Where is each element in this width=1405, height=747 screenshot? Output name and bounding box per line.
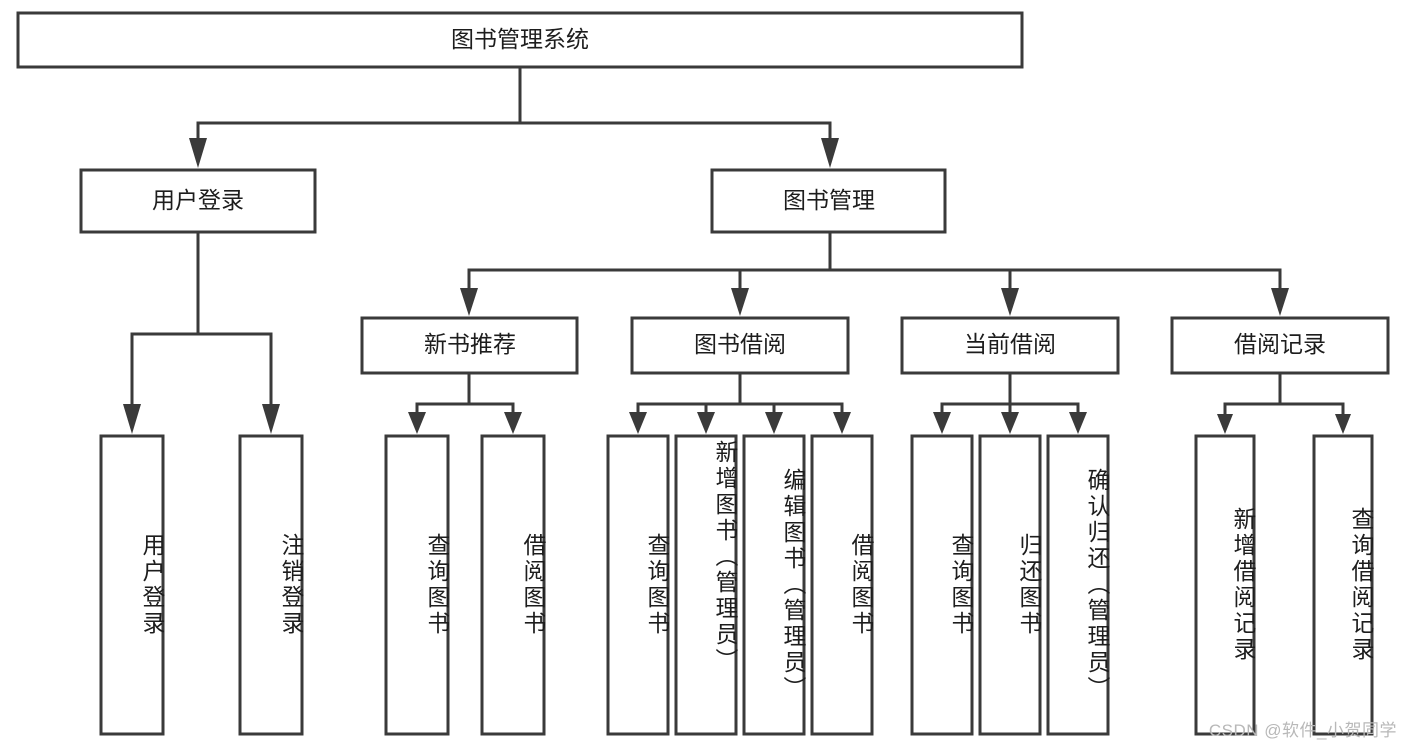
arrowhead-borrow-leaf-3 <box>765 412 783 434</box>
node-box-leaf-return-book[interactable] <box>978 434 1042 736</box>
arrowhead-current-leaf-2 <box>1001 412 1019 434</box>
horizontal-label-layer: 图书管理系统 用户登录 图书管理 新书推荐 图书借阅 当前借阅 借阅记录 <box>152 26 1326 357</box>
node-box-leaf-confirm-return[interactable] <box>1046 434 1110 736</box>
node-box-leaf-query-book-c[interactable] <box>910 434 974 736</box>
csdn-watermark: CSDN @软件_小贺同学 <box>1208 721 1397 740</box>
arrowhead-borrow-leaf-2 <box>697 412 715 434</box>
arrowhead-current-leaf-3 <box>1069 412 1087 434</box>
arrowhead-leaf-user-login <box>123 404 141 434</box>
arrowhead-book-borrow <box>731 288 749 316</box>
node-box-leaf-borrow-book-a[interactable] <box>480 434 546 736</box>
node-box-leaf-add-record[interactable] <box>1194 434 1256 736</box>
label-borrow-record: 借阅记录 <box>1234 331 1326 357</box>
arrowhead-borrow-leaf-1 <box>629 412 647 434</box>
node-box-book-manage[interactable] <box>710 168 947 234</box>
arrowhead-recommend-leaf-1 <box>408 412 426 434</box>
label-current-borrow: 当前借阅 <box>964 331 1056 357</box>
arrowhead-current-borrow <box>1001 288 1019 316</box>
node-box-leaf-user-login[interactable] <box>99 434 165 736</box>
label-book-manage: 图书管理 <box>783 187 875 213</box>
arrowhead-record-leaf-2 <box>1335 414 1351 434</box>
arrowhead-borrow-record <box>1271 288 1289 316</box>
node-box-leaf-logout[interactable] <box>238 434 304 736</box>
arrowhead-current-leaf-1 <box>933 412 951 434</box>
arrowhead-borrow-leaf-4 <box>833 412 851 434</box>
node-box-leaf-query-book-b[interactable] <box>606 434 670 736</box>
arrowhead-user-login <box>189 138 207 168</box>
node-box-current-borrow[interactable] <box>900 316 1120 375</box>
arrowhead-book-manage <box>821 138 839 168</box>
node-box-borrow-record[interactable] <box>1170 316 1390 375</box>
label-new-book-recommend: 新书推荐 <box>424 331 516 357</box>
arrowhead-record-leaf-1 <box>1217 414 1233 434</box>
arrowhead-leaf-logout <box>262 404 280 434</box>
node-box-new-book-recommend[interactable] <box>360 316 579 375</box>
label-system-root: 图书管理系统 <box>451 26 589 52</box>
label-book-borrow: 图书借阅 <box>694 331 786 357</box>
node-layer <box>16 11 1390 736</box>
label-user-login: 用户登录 <box>152 187 244 213</box>
node-box-book-borrow[interactable] <box>630 316 850 375</box>
arrowhead-new-book <box>460 288 478 316</box>
node-box-leaf-add-book[interactable] <box>674 434 738 736</box>
node-box-user-login[interactable] <box>79 168 317 234</box>
node-box-leaf-borrow-book-b[interactable] <box>810 434 874 736</box>
node-box-leaf-query-book-a[interactable] <box>384 434 450 736</box>
node-box-leaf-query-record[interactable] <box>1312 434 1374 736</box>
node-box-system-root[interactable] <box>16 11 1024 69</box>
arrowhead-recommend-leaf-2 <box>504 412 522 434</box>
connector-layer <box>123 65 1351 434</box>
node-box-leaf-edit-book[interactable] <box>742 434 806 736</box>
